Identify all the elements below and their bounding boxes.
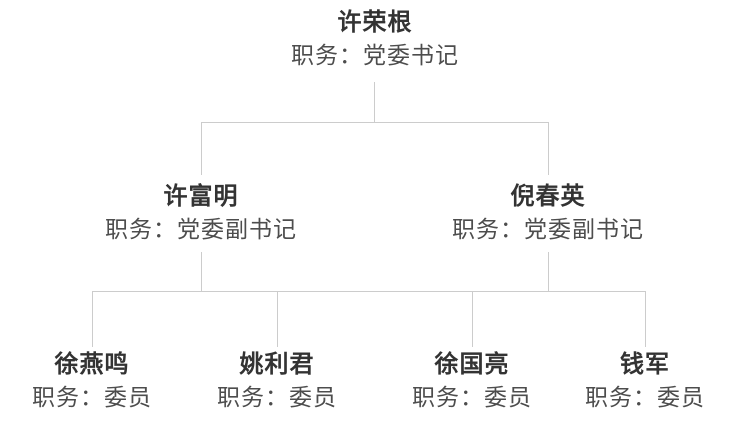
connector-line [472,291,473,347]
person-title: 职务：党委书记 [291,42,459,68]
connector-line [645,291,646,347]
connector-line [201,252,202,291]
connector-line [201,122,548,123]
connector-line [92,291,645,292]
person-name: 许富明 [163,183,239,210]
org-node-level1[interactable]: 许荣根职务：党委书记 [291,8,459,70]
person-title: 职务：委员 [412,384,532,410]
connector-line [92,291,93,347]
connector-line [201,122,202,175]
person-title: 职务：委员 [32,384,152,410]
person-name: 倪春英 [510,183,586,210]
person-name: 钱军 [620,351,670,378]
person-name: 许荣根 [337,9,413,36]
org-node-level3[interactable]: 徐国亮职务：委员 [412,350,532,412]
connector-line [374,82,375,122]
connector-line [548,252,549,291]
person-title: 职务：党委副书记 [452,216,644,242]
person-title: 职务：委员 [585,384,705,410]
person-name: 徐燕鸣 [54,351,130,378]
connector-line [277,291,278,347]
person-title: 职务：委员 [217,384,337,410]
person-title: 职务：党委副书记 [105,216,297,242]
org-node-level3[interactable]: 徐燕鸣职务：委员 [32,350,152,412]
connector-line [548,122,549,175]
org-node-level2[interactable]: 倪春英职务：党委副书记 [452,182,644,244]
person-name: 姚利君 [239,351,315,378]
org-node-level3[interactable]: 钱军职务：委员 [585,350,705,412]
org-node-level3[interactable]: 姚利君职务：委员 [217,350,337,412]
org-node-level2[interactable]: 许富明职务：党委副书记 [105,182,297,244]
person-name: 徐国亮 [434,351,510,378]
